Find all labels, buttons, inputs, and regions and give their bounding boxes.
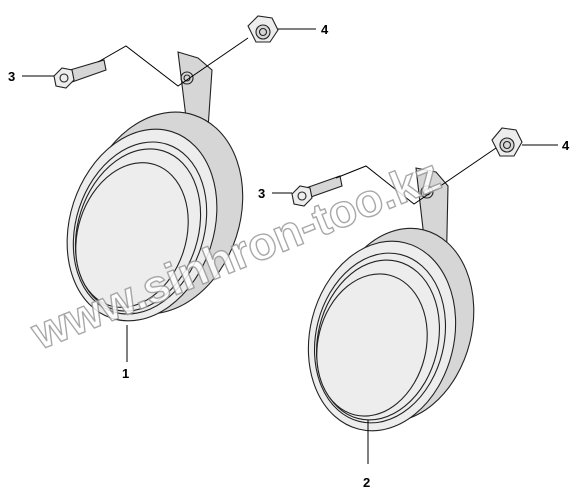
nut-4b bbox=[491, 127, 523, 157]
horn-1-bracket-hole bbox=[180, 71, 194, 85]
horn-1-face bbox=[75, 162, 189, 308]
bolt-3b bbox=[291, 175, 343, 207]
leader-lines bbox=[22, 28, 558, 464]
assembly-guide-lines bbox=[97, 37, 497, 205]
bolt-3a bbox=[53, 59, 107, 89]
nut-4a bbox=[247, 15, 279, 43]
horn-2-face bbox=[316, 273, 428, 417]
callout-3-middle: 3 bbox=[258, 186, 265, 201]
horn-2-bracket-hole bbox=[420, 185, 434, 199]
horn-2 bbox=[307, 167, 475, 432]
horn-1 bbox=[66, 51, 244, 322]
callout-1: 1 bbox=[122, 366, 129, 381]
callout-2: 2 bbox=[363, 475, 370, 490]
callout-4-top: 4 bbox=[321, 22, 329, 37]
callout-3-left: 3 bbox=[8, 69, 15, 84]
callout-4-right: 4 bbox=[562, 138, 570, 153]
